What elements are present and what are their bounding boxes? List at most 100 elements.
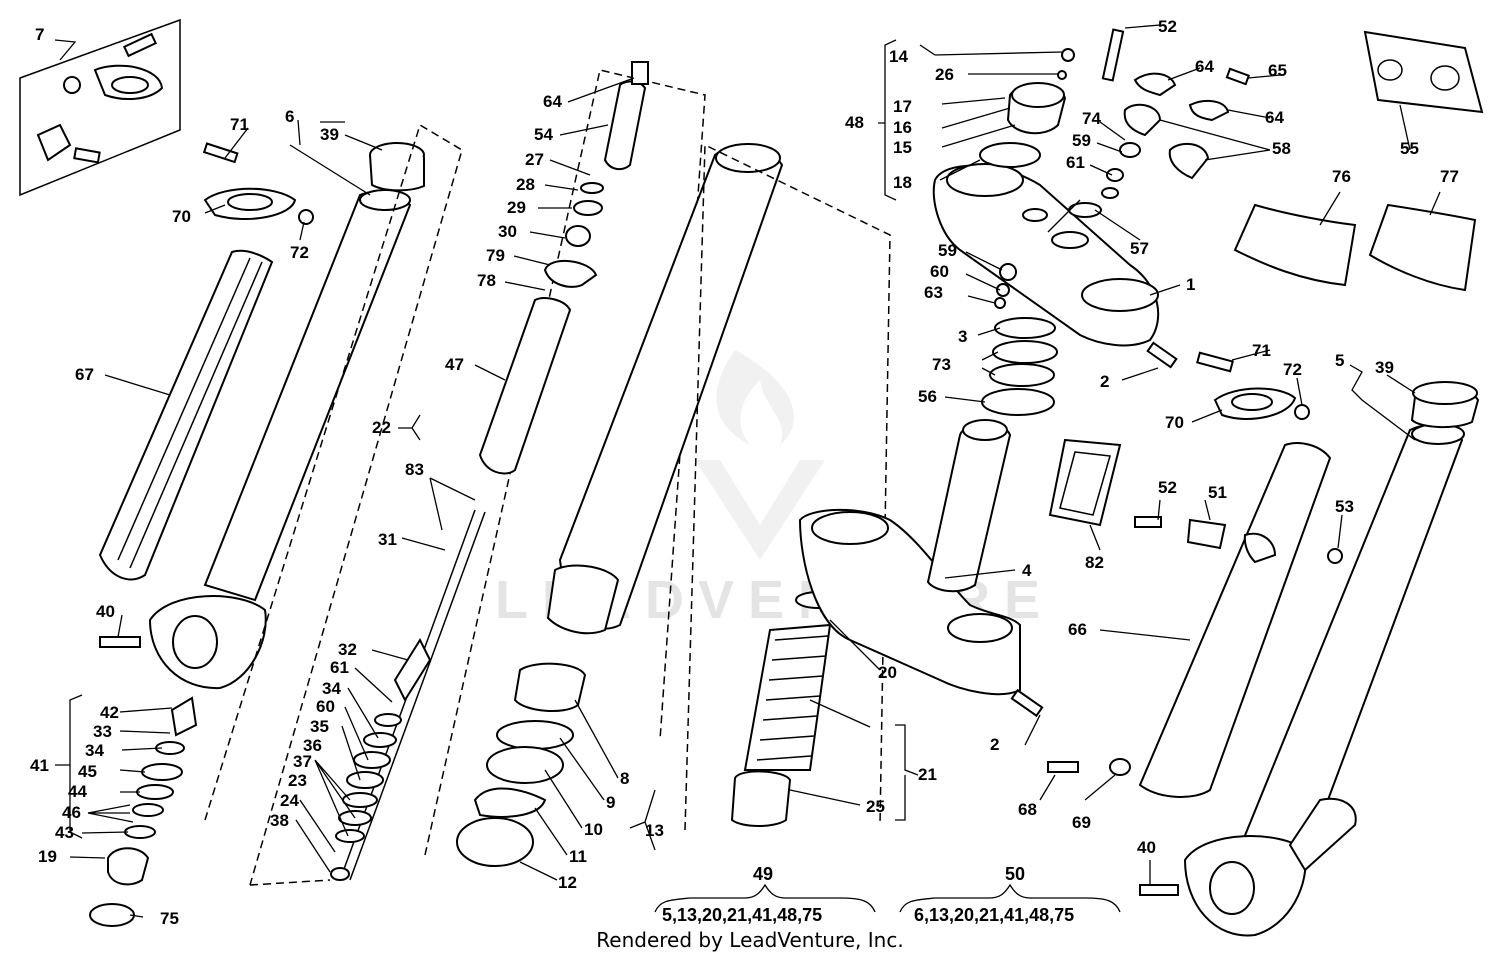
- callout-60: 60: [930, 262, 949, 281]
- callout-3: 3: [958, 327, 967, 346]
- callout-19: 19: [38, 847, 57, 866]
- part-82-pad: [1048, 438, 1122, 527]
- callout-77: 77: [1440, 167, 1459, 186]
- callout-21: 21: [918, 765, 937, 784]
- callout-20: 20: [878, 663, 897, 682]
- part-5-fork-tube-right: [1047, 381, 1480, 937]
- callout-83: 83: [405, 460, 424, 479]
- callout-70: 70: [1165, 413, 1184, 432]
- callout-65: 65: [1268, 61, 1287, 80]
- part-66-fork-guard-right: [1134, 442, 1343, 798]
- callout-28: 28: [516, 175, 535, 194]
- callout-45: 45: [78, 762, 97, 781]
- kit-50-contents: 6,13,20,21,41,48,75: [914, 905, 1074, 925]
- callout-16: 16: [893, 118, 912, 137]
- callout-52: 52: [1158, 17, 1177, 36]
- callout-59: 59: [1072, 131, 1091, 150]
- callout-18: 18: [893, 173, 912, 192]
- callout-43: 43: [55, 823, 74, 842]
- callout-35: 35: [310, 717, 329, 736]
- footer-credit: Rendered by LeadVenture, Inc.: [596, 928, 904, 952]
- callout-23: 23: [288, 771, 307, 790]
- callout-4: 4: [1022, 561, 1032, 580]
- callout-7: 7: [35, 25, 44, 44]
- part-13-outer-tube: [456, 143, 784, 867]
- callout-59: 59: [938, 241, 957, 260]
- callout-47: 47: [445, 355, 464, 374]
- part-41-base-valve-group: [89, 696, 198, 927]
- kit-50-id: 50: [1005, 864, 1025, 884]
- callout-25: 25: [866, 797, 885, 816]
- callout-8: 8: [620, 769, 629, 788]
- part-bar-mounts-52-54-58: [1068, 28, 1251, 218]
- part-6-fork-tube-left: [99, 142, 425, 690]
- part-70-71-72-clamp-left: [202, 142, 314, 225]
- part-1-top-clamp: [932, 163, 1178, 369]
- callout-40: 40: [1137, 838, 1156, 857]
- part-76-77-grips: [1233, 203, 1477, 292]
- callout-15: 15: [893, 138, 912, 157]
- callout-48: 48: [845, 113, 864, 132]
- callout-33: 33: [93, 722, 112, 741]
- callout-22: 22: [372, 418, 391, 437]
- callout-51: 51: [1208, 483, 1227, 502]
- callout-82: 82: [1085, 553, 1104, 572]
- callout-37: 37: [293, 752, 312, 771]
- watermark-logo: [695, 350, 825, 560]
- callout-64: 64: [1195, 57, 1214, 76]
- callout-78: 78: [477, 271, 496, 290]
- callout-73: 73: [932, 355, 951, 374]
- callout-39: 39: [320, 125, 339, 144]
- callout-64: 64: [543, 92, 562, 111]
- callout-5: 5: [1335, 351, 1344, 370]
- callout-79: 79: [486, 246, 505, 265]
- callout-58: 58: [1272, 139, 1291, 158]
- callout-74: 74: [1082, 109, 1101, 128]
- callout-34: 34: [85, 741, 104, 760]
- callout-52: 52: [1158, 478, 1177, 497]
- callout-56: 56: [918, 387, 937, 406]
- callout-72: 72: [290, 243, 309, 262]
- callout-71: 71: [230, 115, 249, 134]
- callout-29: 29: [507, 198, 526, 217]
- callout-55: 55: [1400, 139, 1419, 158]
- part-7-clamp-inset: [19, 18, 181, 197]
- callout-46: 46: [62, 803, 81, 822]
- callout-57: 57: [1130, 239, 1149, 258]
- callout-61: 61: [330, 658, 349, 677]
- callout-13: 13: [645, 821, 664, 840]
- callout-54: 54: [534, 125, 553, 144]
- callout-41: 41: [30, 756, 49, 775]
- callout-39: 39: [1375, 358, 1394, 377]
- callout-31: 31: [378, 530, 397, 549]
- part-right-clamp-70-71-72: [1196, 351, 1310, 420]
- callout-12: 12: [558, 873, 577, 892]
- leader-lines: [54, 24, 1441, 918]
- callout-70: 70: [172, 207, 191, 226]
- kit-labels: 49 5,13,20,21,41,48,75 50 6,13,20,21,41,…: [662, 864, 1074, 925]
- callout-76: 76: [1332, 167, 1351, 186]
- callout-2: 2: [990, 735, 999, 754]
- callout-61: 61: [1066, 153, 1085, 172]
- kit-49-contents: 5,13,20,21,41,48,75: [662, 905, 822, 925]
- kit-49-id: 49: [753, 864, 773, 884]
- callout-67: 67: [75, 365, 94, 384]
- callout-66: 66: [1068, 620, 1087, 639]
- callout-68: 68: [1018, 800, 1037, 819]
- callout-53: 53: [1335, 497, 1354, 516]
- callout-9: 9: [606, 793, 615, 812]
- callout-2: 2: [1100, 372, 1109, 391]
- part-bearings-3-73-56: [981, 263, 1058, 416]
- part-4-steering-stem: [798, 419, 1044, 718]
- callout-14: 14: [889, 47, 908, 66]
- callout-75: 75: [160, 909, 179, 928]
- callout-71: 71: [1252, 341, 1271, 360]
- callout-63: 63: [924, 283, 943, 302]
- callout-69: 69: [1072, 813, 1091, 832]
- callout-24: 24: [280, 791, 299, 810]
- callout-42: 42: [100, 703, 119, 722]
- callout-36: 36: [303, 736, 322, 755]
- callout-labels: 1 2 2 2 3 4 5 6 7 8 9 10 11 12 13 14 15 …: [30, 17, 1459, 928]
- part-55-bar-pad: [1363, 30, 1484, 114]
